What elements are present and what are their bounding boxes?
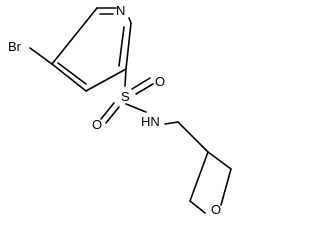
atom-label-o-bottom: O <box>92 117 102 132</box>
bond-s-o-top-2 <box>135 83 154 95</box>
bond-c6-c5 <box>125 22 132 70</box>
bond-c3-c2 <box>207 151 232 170</box>
atom-label-n-pyridine: N <box>116 3 125 18</box>
bond-c3-br <box>29 47 53 65</box>
bond-s-o-bottom-2 <box>105 106 120 124</box>
atom-label-br: Br <box>8 39 22 54</box>
atom-label-o-oxetane: O <box>211 202 221 217</box>
bond-c2-o <box>220 168 232 206</box>
bond-o-c4 <box>189 200 206 214</box>
bond-s-n <box>125 103 147 113</box>
bond-s-o-bottom-1 <box>100 102 115 120</box>
pyridine-ring <box>51 7 132 92</box>
bond-c5-s <box>124 68 127 87</box>
bond-c3-c2 <box>51 7 98 65</box>
atom-label-s: S <box>121 89 130 104</box>
bond-c4-c3-double <box>57 62 87 85</box>
bond-s-o-top-1 <box>131 77 151 90</box>
bond-c5-c4 <box>85 68 127 92</box>
bond-c4-c3 <box>189 151 209 202</box>
structure-canvas: N Br S O O HN O <box>8 3 232 217</box>
oxetane-ring <box>189 151 232 214</box>
bond-c6-c5-double <box>118 26 125 67</box>
bond-n1-c6 <box>128 17 132 24</box>
atom-label-hn: HN <box>141 114 160 129</box>
bond-c4-c3 <box>51 63 87 92</box>
molecule-structure: N Br S O O HN O <box>8 3 232 217</box>
bond-n-ch2 <box>164 121 179 125</box>
bond-ch2-c3 <box>177 121 209 153</box>
atom-label-o-top: O <box>155 74 165 89</box>
